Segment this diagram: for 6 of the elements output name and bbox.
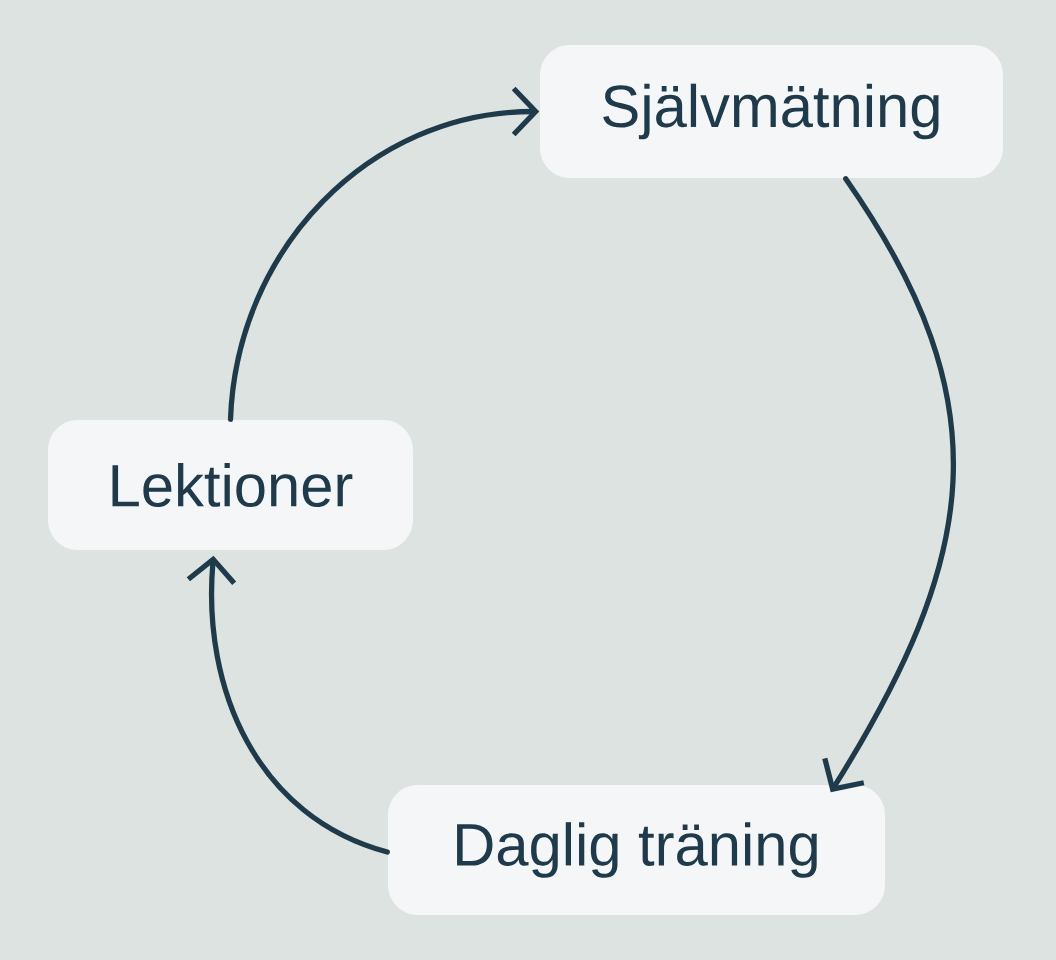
process-box: Daglig träning: [388, 785, 885, 915]
arrow: [822, 176, 956, 793]
process-box: Lektioner: [48, 420, 413, 550]
process-box: Självmätning: [540, 45, 1003, 178]
arrow: [227, 86, 540, 422]
arrow: [186, 555, 390, 855]
